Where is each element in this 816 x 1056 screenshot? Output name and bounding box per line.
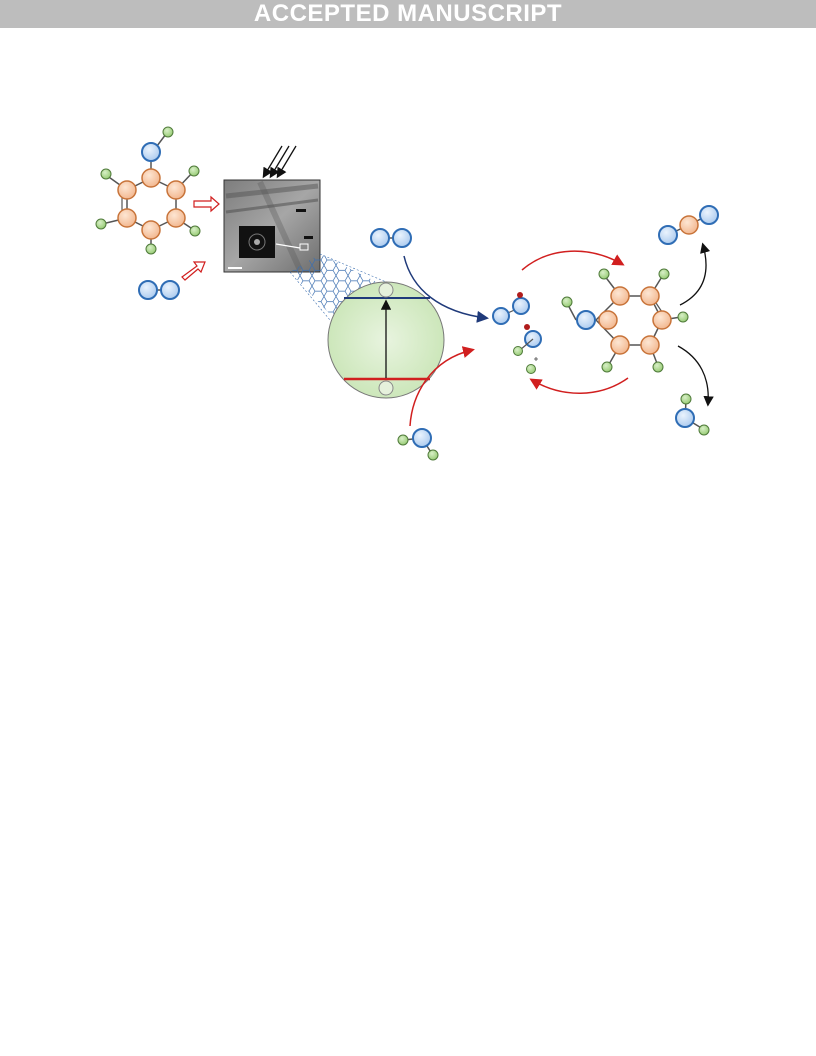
product-arrow-up (679, 242, 711, 306)
cycle-arrow-top (521, 250, 625, 271)
phenol-reactant (95, 126, 201, 255)
light-arrows-icon (262, 145, 297, 179)
radicals-icon (492, 292, 542, 374)
phenol-intermediate (561, 268, 689, 373)
water-product (675, 393, 710, 436)
hole-transfer-arrow (409, 346, 475, 427)
oxygen-molecule-center (370, 228, 412, 248)
band-gap-icon (327, 281, 445, 399)
oxygen-molecule-left (138, 280, 180, 300)
water-molecule (397, 428, 439, 461)
accepted-manuscript-banner: ACCEPTED MANUSCRIPT (0, 0, 816, 28)
product-arrow-down (677, 345, 714, 407)
hollow-arrow-right (193, 195, 220, 213)
tem-image (223, 179, 321, 273)
hollow-arrow-diagonal (181, 261, 206, 281)
electron-transfer-arrow (403, 255, 489, 323)
cycle-arrow-bottom (529, 377, 629, 394)
co-product (658, 205, 719, 245)
